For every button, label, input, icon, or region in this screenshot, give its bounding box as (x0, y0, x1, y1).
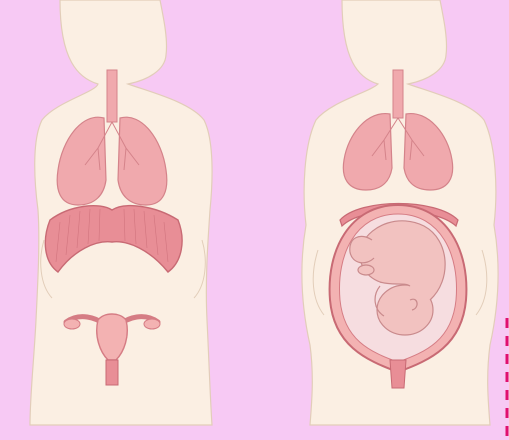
left-cervix (106, 360, 118, 385)
right-trachea (393, 70, 403, 118)
left-ovary-right (144, 319, 160, 329)
fetus-leg (350, 236, 374, 262)
fetus-foot (358, 265, 374, 275)
right-cervix (390, 360, 406, 388)
left-ovary-left (64, 319, 80, 329)
left-trachea (107, 70, 117, 122)
